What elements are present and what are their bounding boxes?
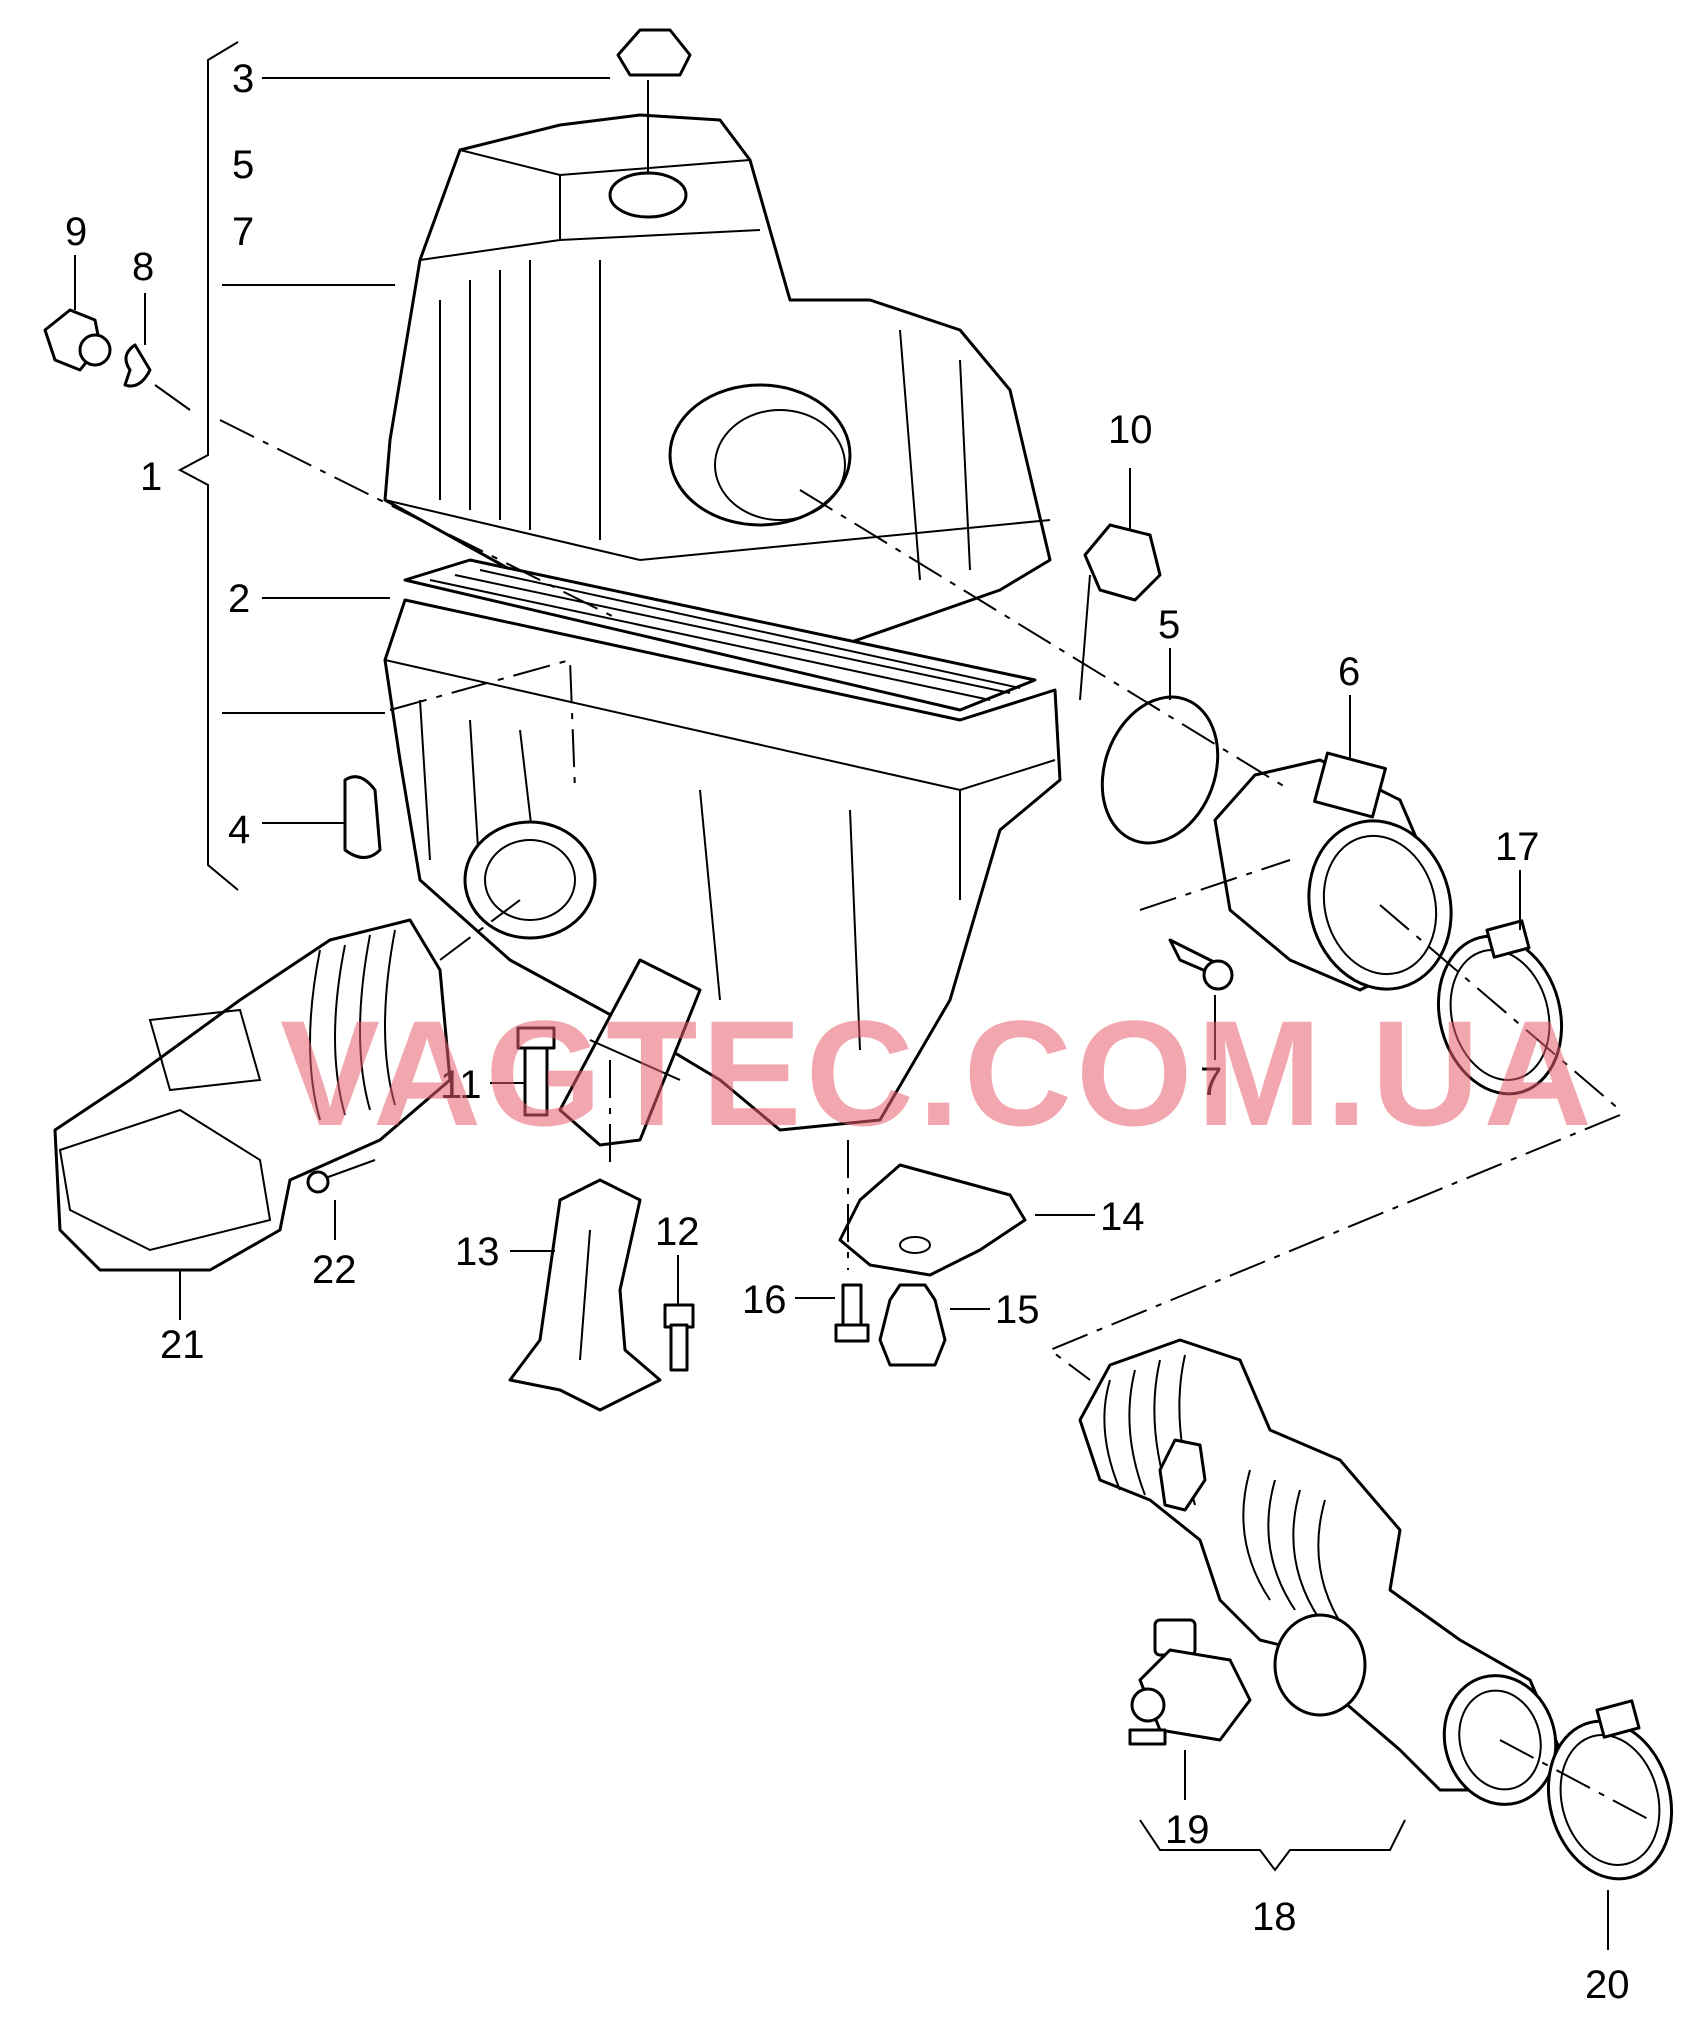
label-12: 12 — [655, 1210, 700, 1254]
bracket-plate-part-14 — [838, 1163, 1027, 1277]
bracket-group-18 — [1139, 1819, 1406, 1872]
label-15: 15 — [995, 1288, 1040, 1332]
hose-clamp-part-17 — [1436, 919, 1564, 1096]
label-13: 13 — [455, 1230, 500, 1274]
air-mass-meter-part-6 — [1213, 751, 1453, 992]
label-6: 6 — [1338, 650, 1360, 694]
air-filter-housing-lower — [383, 598, 1062, 1132]
assembly-centerlines — [219, 419, 1651, 1821]
label-4: 4 — [228, 808, 250, 852]
label-5: 5 — [1158, 603, 1180, 647]
label-10: 10 — [1108, 408, 1153, 452]
o-ring-part-5 — [1100, 695, 1220, 845]
bolt-part-11 — [516, 1026, 556, 1117]
clip-part-4 — [343, 775, 382, 859]
label-18: 18 — [1252, 1895, 1297, 1939]
label-19: 19 — [1165, 1808, 1210, 1852]
label-7-stack: 7 — [232, 210, 254, 254]
bracket-part-13 — [508, 1178, 662, 1412]
label-21: 21 — [160, 1323, 205, 1367]
label-11: 11 — [440, 1063, 482, 1107]
label-2: 2 — [228, 577, 250, 621]
label-1: 1 — [140, 455, 162, 499]
valve-part-19 — [1128, 1618, 1252, 1746]
nut-part-9 — [43, 308, 112, 372]
bracket-part-11 — [558, 958, 702, 1147]
label-22: 22 — [312, 1248, 357, 1292]
label-5-stack: 5 — [232, 143, 254, 187]
label-14: 14 — [1100, 1195, 1145, 1239]
bolt-part-12 — [663, 1303, 695, 1372]
label-9: 9 — [65, 210, 87, 254]
label-8: 8 — [132, 245, 154, 289]
pin-part-22 — [306, 1159, 376, 1194]
screw-part-7 — [1168, 938, 1234, 1060]
grommet-part-3 — [608, 28, 692, 219]
leader-lines — [74, 77, 1609, 1950]
rubber-buffer-part-15 — [878, 1283, 947, 1367]
label-7: 7 — [1200, 1060, 1222, 1104]
intake-hose-part-21 — [53, 918, 452, 1272]
label-17: 17 — [1495, 825, 1540, 869]
clip-part-8 — [123, 343, 191, 411]
screw-part-16 — [834, 1283, 870, 1343]
label-16: 16 — [742, 1278, 787, 1322]
watermark-text: VAGTEC.COM.UA — [280, 989, 1596, 1157]
label-3: 3 — [232, 57, 254, 101]
air-filter-element — [403, 558, 1037, 712]
callout-labels: 3 5 7 9 8 1 2 4 10 5 6 17 7 11 14 12 13 … — [65, 57, 1630, 2007]
bracket-group-1 — [177, 41, 239, 891]
label-20: 20 — [1585, 1963, 1630, 2007]
hose-clamp-part-20 — [1546, 1699, 1674, 1881]
rubber-mount-part-10 — [1079, 523, 1162, 701]
